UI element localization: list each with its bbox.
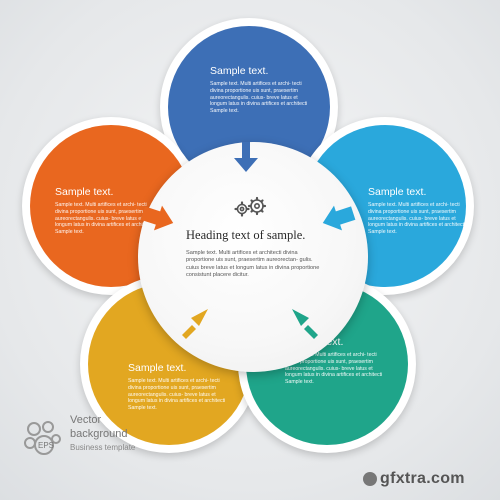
center-heading: Heading text of sample. xyxy=(186,228,306,242)
footer-business-template: Business template xyxy=(70,443,136,452)
petal-right-title: Sample text. xyxy=(368,186,427,198)
petal-top-body: Sample text. Multi artifices et archi- t… xyxy=(210,81,308,115)
gears-icon xyxy=(234,196,267,217)
petal-bottom-left-title: Sample text. xyxy=(128,362,187,374)
center-body: Sample text. Multi artifices et architec… xyxy=(186,250,320,279)
petal-bottom-right-body: Sample text. Multi artifices et archi- t… xyxy=(285,352,383,386)
footer-background: background xyxy=(70,428,128,440)
center-circle xyxy=(138,142,368,372)
petal-bottom-left-body: Sample text. Multi artifices et archi- t… xyxy=(128,378,226,412)
arrow-bottom-right-icon xyxy=(292,309,318,339)
petal-top-text: Sample text. Sample text. Multi artifice… xyxy=(210,65,310,115)
petal-right-text: Sample text. Sample text. Multi artifice… xyxy=(368,186,468,236)
petal-left-body: Sample text. Multi artifices et archi- t… xyxy=(55,202,153,236)
arrow-right-icon xyxy=(322,205,356,231)
watermark-icon xyxy=(363,472,377,486)
eps-logo-icon: EPS xyxy=(24,421,61,455)
arrow-top-icon xyxy=(234,142,258,172)
arrow-bottom-left-icon xyxy=(182,309,208,339)
petal-right-body: Sample text. Multi artifices et archi- t… xyxy=(368,202,466,236)
petal-top-title: Sample text. xyxy=(210,65,269,77)
watermark: gfxtra.com xyxy=(380,470,465,487)
petal-left-text: Sample text. Sample text. Multi artifice… xyxy=(55,186,155,236)
eps-logo-text: EPS xyxy=(38,441,54,450)
arrow-left-icon xyxy=(140,205,174,231)
footer-vector: Vector xyxy=(70,414,102,426)
petal-left-title: Sample text. xyxy=(55,186,114,198)
petal-bottom-left-text: Sample text. Sample text. Multi artifice… xyxy=(128,362,228,412)
